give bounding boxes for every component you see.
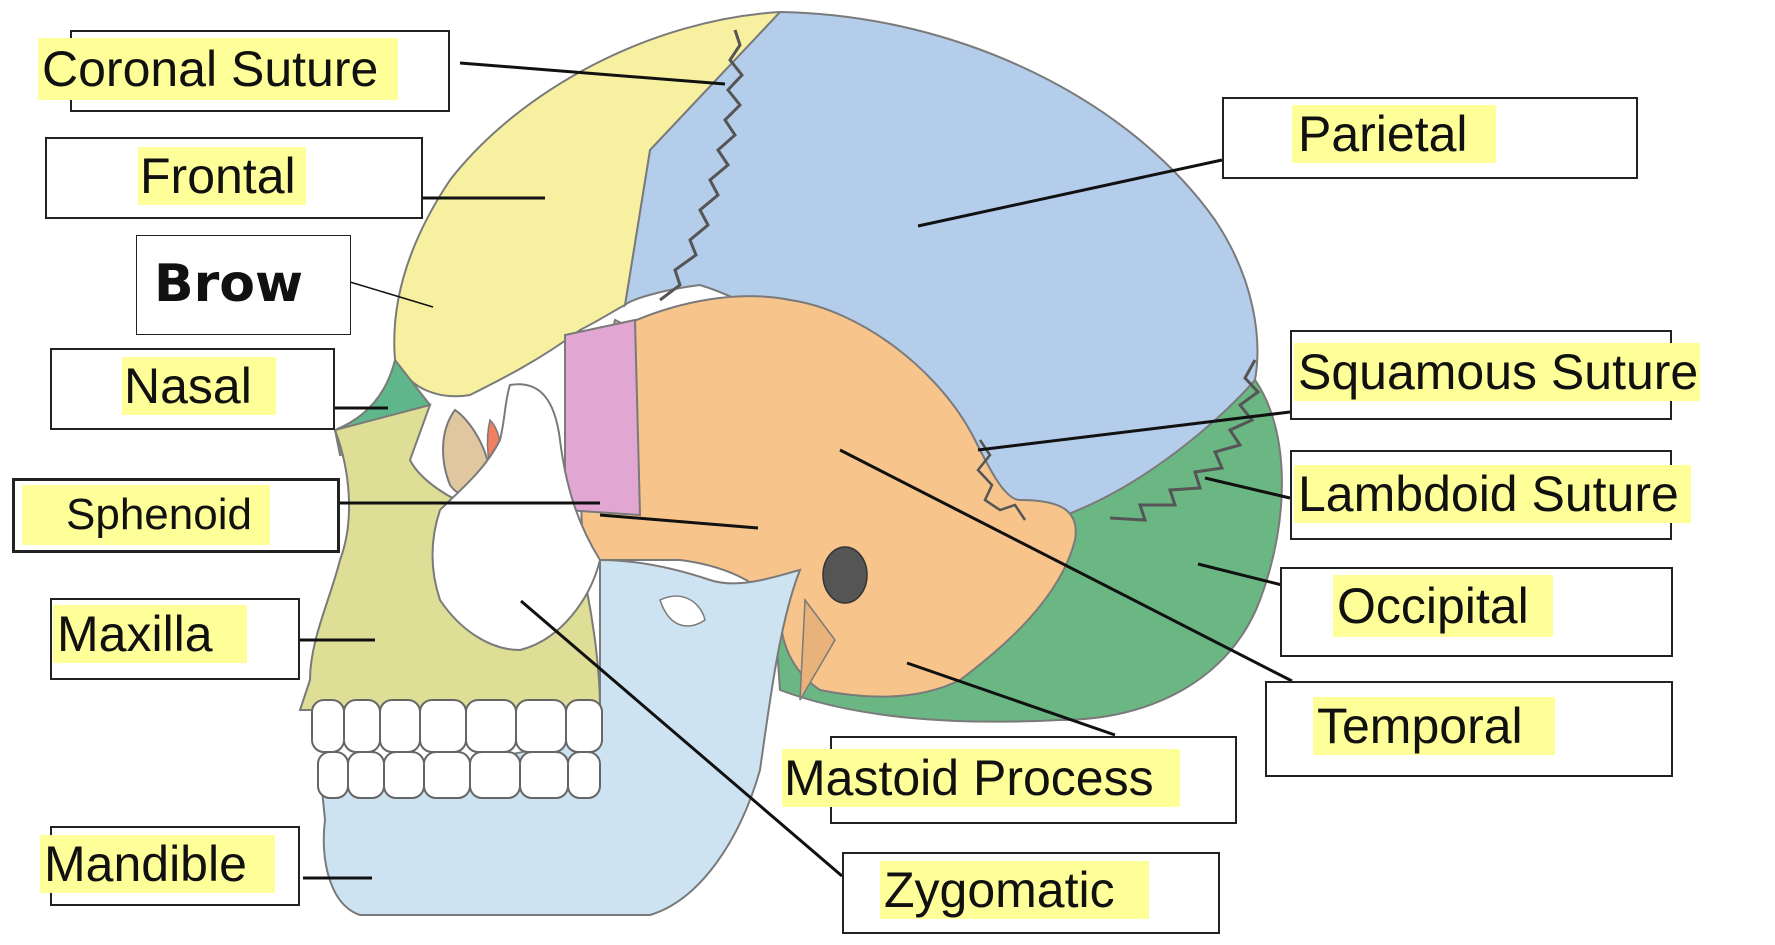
ear-canal (823, 547, 867, 603)
teeth (312, 700, 602, 798)
nasal-label: Nasal (122, 357, 276, 415)
sphenoid-label: Sphenoid (22, 485, 270, 545)
sphenoid-bone (565, 320, 640, 515)
coronal-suture-label: Coronal Suture (38, 38, 398, 100)
parietal-label: Parietal (1292, 105, 1496, 163)
squamous-suture-label: Squamous Suture (1294, 343, 1700, 401)
lambdoid-suture-label: Lambdoid Suture (1294, 465, 1691, 523)
temporal-label: Temporal (1313, 697, 1555, 755)
mastoid-process-label: Mastoid Process (782, 749, 1180, 807)
zygomatic-label: Zygomatic (880, 861, 1149, 919)
mandible-label: Mandible (40, 835, 275, 893)
frontal-label: Frontal (138, 147, 306, 205)
occipital-label: Occipital (1333, 575, 1553, 637)
maxilla-label: Maxilla (53, 605, 247, 663)
brow-label: Brow (154, 258, 303, 310)
